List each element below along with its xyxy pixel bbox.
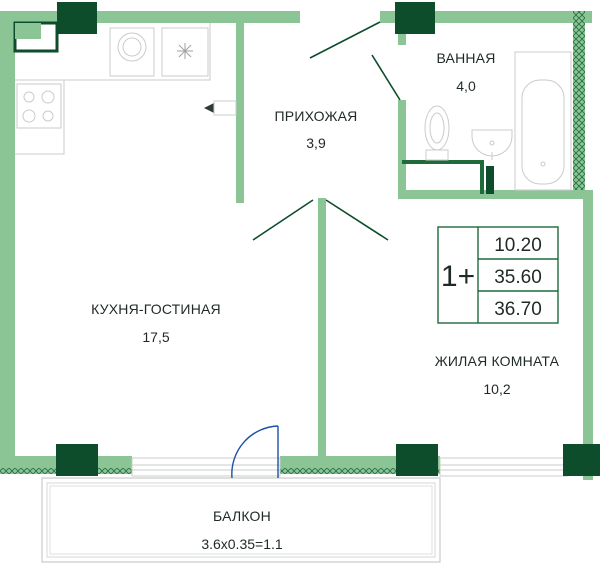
hall-area: 3,9 bbox=[306, 135, 326, 151]
stove-icon bbox=[16, 83, 62, 129]
balcony-label: БАЛКОН bbox=[213, 508, 271, 524]
area-summary-table: 1+ 10.20 35.60 36.70 bbox=[437, 226, 559, 324]
living-area: 10,2 bbox=[483, 381, 510, 397]
fridge-icon bbox=[161, 27, 209, 77]
living-label: ЖИЛАЯ КОМНАТА bbox=[435, 353, 560, 369]
sink-icon bbox=[471, 129, 513, 160]
hall-label: ПРИХОЖАЯ bbox=[275, 108, 358, 124]
kitchen-area: 17,5 bbox=[142, 329, 169, 345]
total-area-value: 35.60 bbox=[494, 267, 542, 288]
kitchen-counter bbox=[15, 23, 211, 155]
balcony bbox=[41, 477, 441, 563]
windows bbox=[131, 457, 569, 477]
toilet-icon bbox=[424, 105, 450, 161]
apartment-type: 1+ bbox=[441, 260, 475, 293]
columns bbox=[56, 2, 600, 476]
room-labels: ВАННАЯ 4,0 ПРИХОЖАЯ 3,9 КУХНЯ-ГОСТИНАЯ 1… bbox=[91, 50, 560, 552]
hood-icon bbox=[204, 100, 237, 116]
bath-label: ВАННАЯ bbox=[436, 50, 495, 66]
kitchen-label: КУХНЯ-ГОСТИНАЯ bbox=[91, 301, 221, 317]
bathtub-icon bbox=[514, 51, 572, 191]
living-area-value: 10.20 bbox=[494, 235, 542, 256]
area-with-balcony-value: 36.70 bbox=[494, 299, 542, 320]
balcony-area: 3.6x0.35=1.1 bbox=[201, 536, 283, 552]
doors bbox=[252, 21, 401, 241]
washer-icon bbox=[109, 27, 155, 77]
bath-area: 4,0 bbox=[456, 78, 476, 94]
door-swing-icon bbox=[231, 425, 279, 479]
